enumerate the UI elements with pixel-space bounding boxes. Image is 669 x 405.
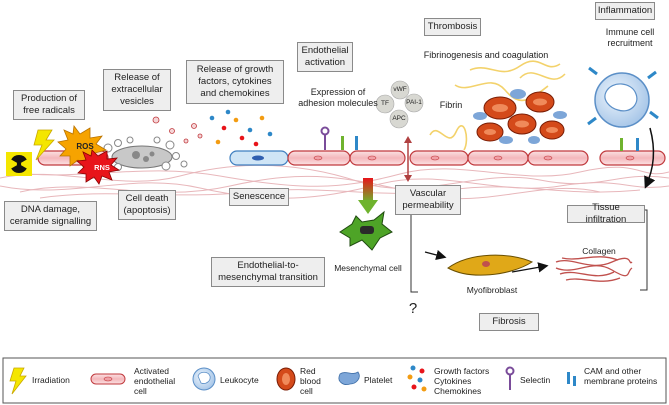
fibrosis-bracket-left <box>410 205 418 293</box>
endmt-arrow <box>358 178 378 214</box>
growth-factor-dots <box>209 109 273 147</box>
label-endothelial-activation: Endothelial activation <box>297 42 353 72</box>
myofibroblast-icon <box>447 254 534 276</box>
text-immune-recruitment: Immune cell recruitment <box>605 27 655 48</box>
factor-vwf: vWF <box>393 86 407 93</box>
text-expression-adhesion: Expression of adhesion molecules <box>298 87 378 108</box>
legend-rbc-icon <box>276 367 296 391</box>
leukocyte-icon <box>587 66 659 128</box>
text-fibrin: Fibrin <box>439 100 463 110</box>
infiltration-arrow <box>644 127 656 189</box>
legend-endothelial-label: Activated endothelial cell <box>134 366 176 396</box>
rns-burst-icon <box>76 149 121 185</box>
arrow-to-myofibroblast <box>424 249 447 261</box>
text-collagen: Collagen <box>582 246 616 256</box>
mesenchymal-cell-icon <box>339 210 393 251</box>
label-fibrosis: Fibrosis <box>479 313 539 331</box>
legend-endothelial-icon <box>90 373 126 385</box>
label-cell-death: Cell death (apoptosis) <box>118 190 176 220</box>
label-endmt: Endothelial-to-mesenchymal transition <box>211 257 325 287</box>
legend-growth-factor-icon <box>407 365 427 392</box>
text-myofibroblast: Myofibroblast <box>466 285 518 295</box>
text-question-mark: ? <box>408 300 418 317</box>
radiation-icon <box>6 152 32 176</box>
factor-tf: TF <box>381 100 389 107</box>
label-production-free-radicals: Production of free radicals <box>13 90 85 120</box>
label-inflammation: Inflammation <box>595 2 655 20</box>
thrombus-icon <box>473 89 567 144</box>
factor-apc: APC <box>392 115 406 122</box>
legend-platelet-label: Platelet <box>364 375 393 385</box>
legend-selectin-label: Selectin <box>520 375 551 385</box>
legend-selectin-icon <box>505 366 515 390</box>
text-rns: RNS <box>94 163 110 172</box>
legend-cam-label: CAM and other membrane proteins <box>584 366 658 386</box>
legend-platelet-icon <box>338 371 360 385</box>
cam-icon <box>341 136 639 151</box>
label-release-growth-factors: Release of growth factors, cytokines and… <box>186 60 284 104</box>
extracellular-vesicles-icon <box>152 116 203 144</box>
selectin-icon <box>320 126 330 150</box>
label-dna-damage: DNA damage, ceramide signalling <box>4 201 97 231</box>
text-mesenchymal-cell: Mesenchymal cell <box>334 263 402 273</box>
legend-leukocyte-icon <box>192 367 216 391</box>
factor-pai1: PAI-1 <box>406 99 422 106</box>
collagen-icon <box>555 256 633 282</box>
label-release-vesicles: Release of extracellular vesicles <box>103 69 171 111</box>
legend-growth-factors-label: Growth factors Cytokines Chemokines <box>434 366 490 396</box>
text-fibrinogenesis: Fibrinogenesis and coagulation <box>423 50 549 60</box>
label-vascular-permeability: Vascular permeability <box>395 185 461 215</box>
legend-irradiation-label: Irradiation <box>32 375 70 385</box>
lightning-icon <box>33 129 55 161</box>
coagulation-factors <box>375 80 424 129</box>
legend-cam-icon <box>567 372 576 386</box>
legend-lightning-icon <box>9 367 27 395</box>
arrow-to-collagen <box>511 262 549 273</box>
label-tissue-infiltration: Tissue infiltration <box>567 202 645 225</box>
label-senescence: Senescence <box>229 188 289 206</box>
legend-leukocyte-label: Leukocyte <box>220 375 259 385</box>
legend-rbc-label: Red blood cell <box>300 366 321 396</box>
permeability-arrow <box>404 136 412 182</box>
text-ros: ROS <box>76 142 94 151</box>
label-thrombosis: Thrombosis <box>424 18 481 36</box>
